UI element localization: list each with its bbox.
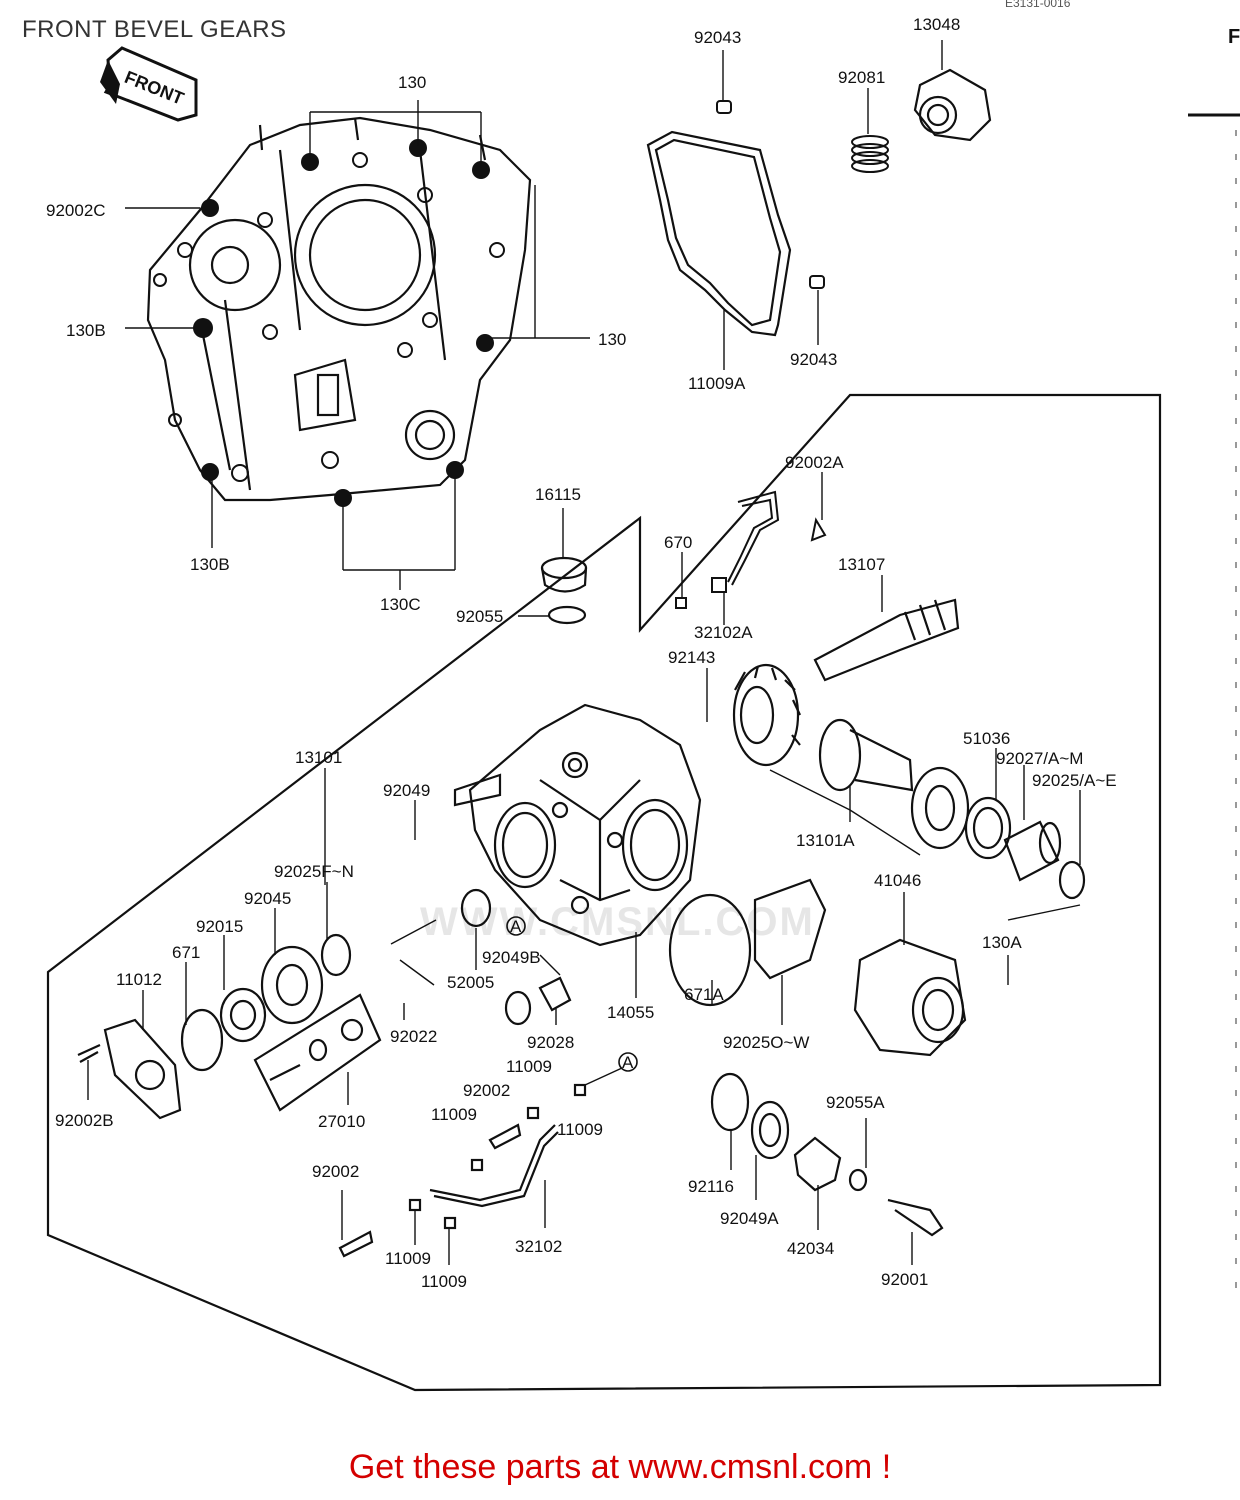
part-label: 92025O~W (723, 1033, 809, 1052)
part-label: 27010 (318, 1112, 365, 1131)
bearing-icon (910, 766, 970, 850)
crankcase-cover (146, 116, 532, 502)
oil-pipe-icon (711, 490, 827, 593)
part-label: 671 (172, 943, 200, 962)
part-label: 51036 (963, 729, 1010, 748)
part-label: 130A (982, 933, 1022, 952)
part-label: 11009 (431, 1105, 477, 1124)
part-label: 52005 (447, 973, 494, 992)
right-panel-fragment: F (1228, 26, 1240, 48)
part-label: 92025/A~E (1032, 771, 1117, 790)
part-label: 11009 (506, 1057, 552, 1076)
gear-case (453, 703, 702, 947)
part-label: 42034 (787, 1239, 834, 1258)
part-label: 11009 (385, 1249, 431, 1268)
lower-parts (338, 1072, 944, 1258)
oring-670-icon (675, 597, 687, 609)
part-label: 41046 (874, 871, 921, 890)
part-label: 92001 (881, 1270, 928, 1289)
bearing-housing-icon (853, 938, 967, 1057)
part-label: 92081 (838, 68, 885, 87)
part-label: 92002A (785, 453, 844, 472)
part-label: 92043 (790, 350, 837, 369)
part-label: 92002B (55, 1111, 114, 1130)
front-arrow: FRONT (100, 46, 198, 122)
part-label: 130C (380, 595, 421, 614)
crankcase-leaders (125, 100, 590, 590)
shim-e-icon (1058, 860, 1086, 900)
output-gear-icon (818, 718, 914, 792)
diagram-code: E3131-0016 (1005, 0, 1071, 10)
part-label: 11009 (421, 1272, 467, 1291)
part-label: 130 (398, 73, 426, 92)
sleeve-icon (1003, 820, 1062, 882)
part-label: 13101A (796, 831, 855, 850)
damper-cam-icon (913, 40, 992, 142)
part-label: 92015 (196, 917, 243, 936)
callout-a-label: A (622, 1053, 634, 1072)
gasket-leaders (722, 50, 819, 370)
part-label: 92116 (688, 1177, 734, 1196)
part-label: 11009 (557, 1120, 603, 1139)
part-label: 92022 (390, 1027, 437, 1046)
left-parts (77, 878, 827, 1120)
part-label: 14055 (607, 1003, 654, 1022)
assembly-boundary (46, 393, 1162, 1392)
part-label: 130B (66, 321, 106, 340)
part-label: 32102A (694, 623, 753, 642)
part-label: 13107 (838, 555, 885, 574)
part-label: 92028 (527, 1033, 574, 1052)
gasket (646, 130, 792, 337)
part-label: 130B (190, 555, 230, 574)
leader-lines (87, 472, 1081, 1265)
drive-shaft-icon (813, 598, 960, 682)
part-label: 92002 (463, 1081, 510, 1100)
part-label: 13101 (295, 748, 342, 767)
part-label: 92143 (668, 648, 715, 667)
part-label: 92049A (720, 1209, 779, 1228)
part-label: 11009A (688, 374, 746, 393)
dowel-pin-icon (716, 100, 732, 114)
part-label: 92027/A~M (996, 749, 1083, 768)
oil-cap-icon (540, 508, 588, 625)
promo-banner-link[interactable]: Get these parts at www.cmsnl.com ! (348, 1448, 892, 1486)
part-label: 671A (684, 985, 724, 1004)
part-label: 92043 (694, 28, 741, 47)
part-label: 32102 (515, 1237, 562, 1256)
part-label: 92002 (312, 1162, 359, 1181)
page-title: FRONT BEVEL GEARS (22, 16, 287, 43)
bevel-gear-icon (732, 663, 801, 767)
dowel-pin-icon (809, 275, 825, 289)
callout-a-circle (618, 1052, 638, 1072)
callout-a-circle (506, 916, 526, 936)
part-label: 92055A (826, 1093, 885, 1112)
crankcase-bolt-holes (193, 139, 494, 507)
part-label: 92002C (46, 201, 106, 220)
part-label: 92049 (383, 781, 430, 800)
part-label: 670 (664, 533, 692, 552)
part-label: 11012 (116, 970, 162, 989)
part-label: 130 (598, 330, 626, 349)
part-label: 92055 (456, 607, 503, 626)
shim-icon (964, 796, 1012, 860)
spring-icon (851, 88, 889, 173)
crankcase-small-holes (153, 152, 505, 482)
part-label: 16115 (535, 485, 581, 504)
part-label: 92049B (482, 948, 541, 967)
part-label: 92045 (244, 889, 291, 908)
callout-a-label: A (510, 917, 522, 936)
part-label: 13048 (913, 15, 960, 34)
part-label: 92025F~N (274, 862, 354, 881)
